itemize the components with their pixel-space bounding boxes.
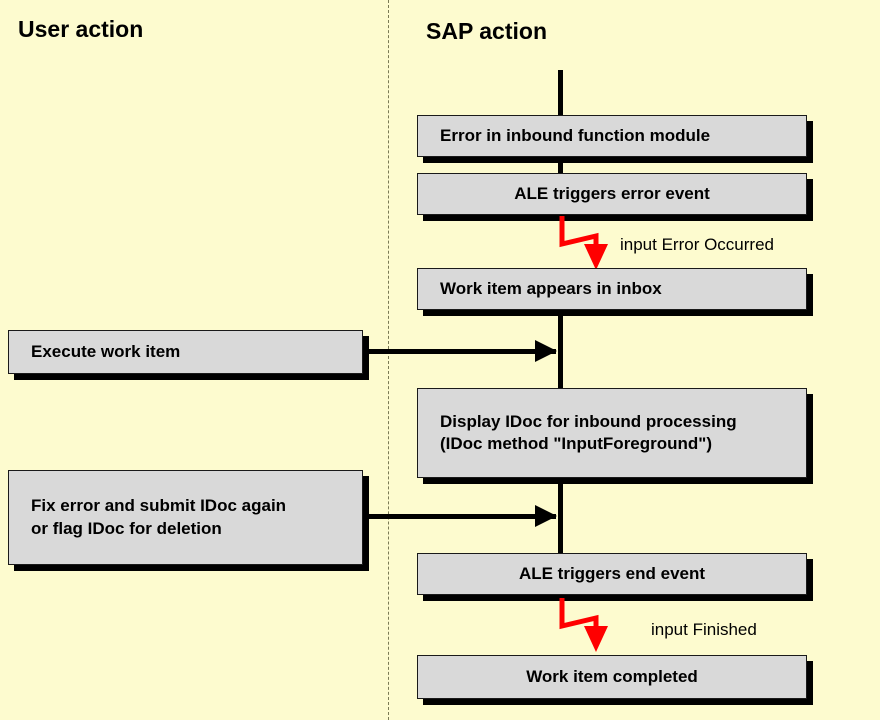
user-box-fix-error-and-submit-idoc[interactable]: Fix error and submit IDoc again or flag … [8,470,363,565]
sap-box-work-item-completed[interactable]: Work item completed [417,655,807,699]
sap-box-display-idoc-text: Display IDoc for inbound processing (IDo… [418,411,747,456]
column-divider [388,0,389,720]
connector-line-error-to-ale [558,156,563,174]
sap-box-display-idoc-line1: Display IDoc for inbound processing [440,411,737,431]
user-box-fix-error-line2: or flag IDoc for deletion [31,518,222,538]
sap-box-error-in-inbound-function-module-label: Error in inbound function module [440,125,711,145]
event-label-error-occurred: input Error Occurred [620,235,774,254]
connector-line-display-to-end [558,477,563,554]
sap-box-work-item-appears-in-inbox-label: Work item appears in inbox [440,278,662,298]
user-box-execute-work-item-label: Execute work item [31,341,181,361]
user-box-fix-error-line1: Fix error and submit IDoc again [31,496,287,516]
arrow-execute-work-item-to-sap [366,340,557,362]
sap-box-error-in-inbound-function-module[interactable]: Error in inbound function module [417,115,807,157]
sap-action-column-heading: SAP action [426,18,547,44]
user-box-fix-error-text: Fix error and submit IDoc again or flag … [9,495,296,540]
sap-box-display-idoc-for-inbound-processing[interactable]: Display IDoc for inbound processing (IDo… [417,388,807,478]
event-arrow-finished-icon [559,598,608,652]
sap-box-ale-triggers-end-event-label: ALE triggers end event [518,563,706,583]
sap-box-work-item-appears-in-inbox[interactable]: Work item appears in inbox [417,268,807,310]
sap-box-display-idoc-line2: (IDoc method "InputForeground") [440,434,713,453]
user-box-execute-work-item[interactable]: Execute work item [8,330,363,374]
user-action-column-heading: User action [18,16,144,42]
sap-box-ale-triggers-error-event[interactable]: ALE triggers error event [417,173,807,215]
sap-box-work-item-completed-label: Work item completed [526,666,698,686]
sap-box-ale-triggers-end-event[interactable]: ALE triggers end event [417,553,807,595]
arrow-fix-error-to-sap [366,505,557,527]
connector-line-top [558,70,563,116]
sap-box-ale-triggers-error-event-label: ALE triggers error event [514,183,710,203]
connector-line-inbox-to-display [558,310,563,389]
event-arrow-error-occurred-icon [559,216,608,270]
event-label-finished: input Finished [651,620,757,639]
